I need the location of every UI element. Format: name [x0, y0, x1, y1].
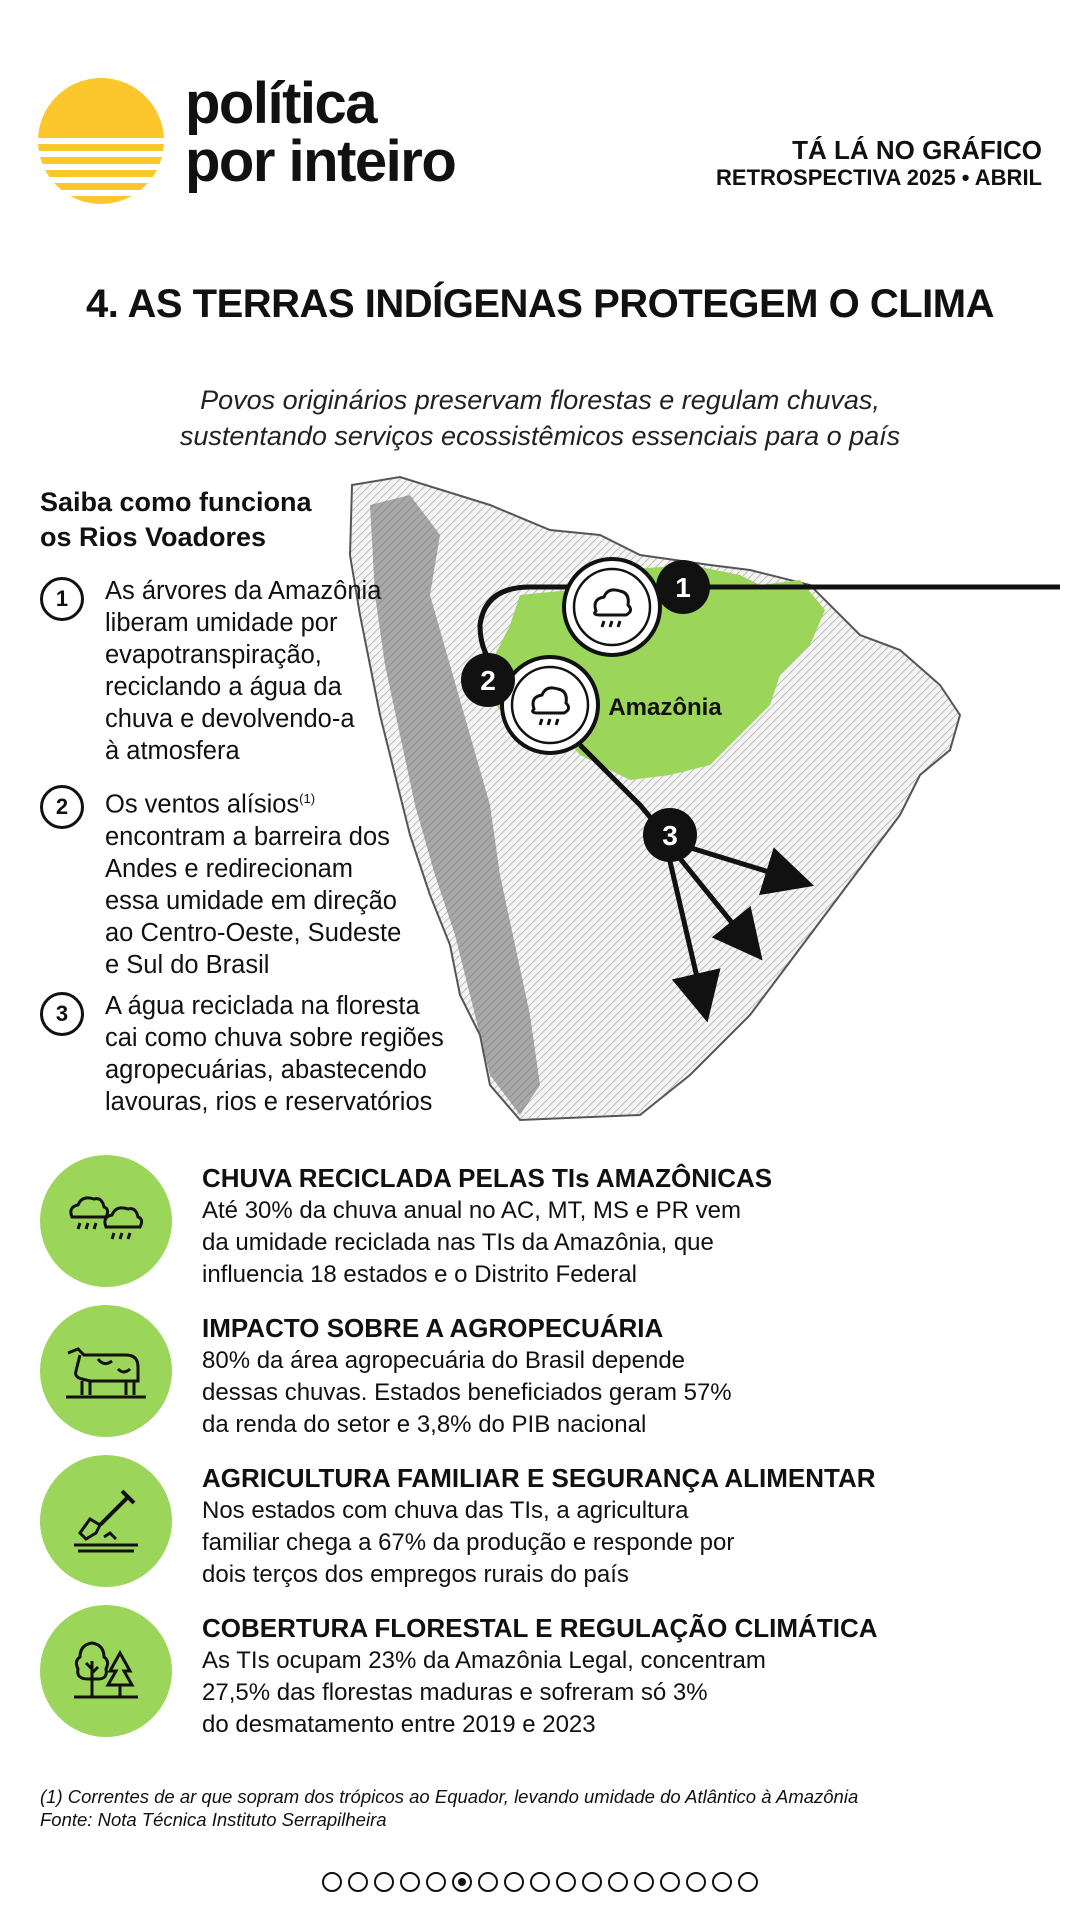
rain-marker-2 [500, 655, 600, 755]
map-marker-2: 2 [461, 653, 515, 707]
page-dot[interactable] [660, 1872, 680, 1892]
step-number: 1 [40, 577, 84, 621]
fact-title: IMPACTO SOBRE A AGROPECUÁRIA [202, 1313, 664, 1343]
page-dot[interactable] [686, 1872, 706, 1892]
how-it-works-title: Saiba como funciona os Rios Voadores [40, 485, 360, 555]
page-dot[interactable] [426, 1872, 446, 1892]
series-name: TÁ LÁ NO GRÁFICO [792, 135, 1042, 165]
svg-text:2: 2 [480, 665, 496, 696]
svg-text:3: 3 [662, 820, 678, 851]
amazon-label: Amazônia [608, 694, 722, 721]
page-dot[interactable] [400, 1872, 420, 1892]
page-dot[interactable] [530, 1872, 550, 1892]
logo-sun-icon [38, 78, 164, 204]
page-dot[interactable] [634, 1872, 654, 1892]
edition-name: RETROSPECTIVA 2025 • ABRIL [716, 165, 1042, 190]
page-dot[interactable] [322, 1872, 342, 1892]
page-dot[interactable] [452, 1872, 472, 1892]
page-dot[interactable] [348, 1872, 368, 1892]
footnotes: (1) Correntes de ar que sopram dos trópi… [40, 1785, 1050, 1831]
page-indicator [0, 1872, 1080, 1892]
svg-text:1: 1 [675, 572, 691, 603]
section-title: 4. AS TERRAS INDÍGENAS PROTEGEM O CLIMA [86, 282, 994, 326]
rain-clouds-icon [40, 1155, 172, 1287]
page-dot[interactable] [582, 1872, 602, 1892]
cow-icon [40, 1305, 172, 1437]
header-series: TÁ LÁ NO GRÁFICO RETROSPECTIVA 2025 • AB… [716, 136, 1042, 192]
page-dot[interactable] [478, 1872, 498, 1892]
page-dot[interactable] [556, 1872, 576, 1892]
fact-title: CHUVA RECICLADA PELAS TIs AMAZÔNICAS [202, 1163, 773, 1193]
fact-body: Até 30% da chuva anual no AC, MT, MS e P… [202, 1197, 741, 1288]
brand-line-1: política [185, 71, 378, 136]
rain-marker-1 [562, 557, 662, 657]
subtitle-line-2: sustentando serviços ecossistêmicos esse… [179, 421, 901, 451]
fact-title: COBERTURA FLORESTAL E REGULAÇÃO CLIMÁTIC… [202, 1613, 878, 1643]
page-dot[interactable] [504, 1872, 524, 1892]
subtitle-line-1: Povos originários preservam florestas e … [200, 385, 880, 415]
fact-body: Nos estados com chuva das TIs, a agricul… [202, 1497, 735, 1588]
source-note: Fonte: Nota Técnica Instituto Serrapilhe… [40, 1809, 387, 1830]
footnote-1: (1) Correntes de ar que sopram dos trópi… [40, 1786, 859, 1807]
trees-icon [40, 1605, 172, 1737]
step-text: A água reciclada na floresta cai como ch… [105, 992, 444, 1116]
fact-forest-cover: COBERTURA FLORESTAL E REGULAÇÃO CLIMÁTIC… [40, 1605, 1040, 1740]
fact-body: 80% da área agropecuária do Brasil depen… [202, 1347, 732, 1438]
map-marker-1: 1 [656, 560, 710, 614]
map-marker-3: 3 [643, 808, 697, 862]
brand-logo: política por inteiro [185, 71, 457, 194]
page-dot[interactable] [374, 1872, 394, 1892]
arrow-south [662, 839, 721, 1023]
page-dot[interactable] [608, 1872, 628, 1892]
how-title-line-1: Saiba como funciona [40, 487, 312, 517]
fact-family-farming: AGRICULTURA FAMILIAR E SEGURANÇA ALIMENT… [40, 1455, 1040, 1590]
fact-body: As TIs ocupam 23% da Amazônia Legal, con… [202, 1647, 766, 1738]
fact-title: AGRICULTURA FAMILIAR E SEGURANÇA ALIMENT… [202, 1463, 876, 1493]
step-text: Os ventos alísios(1) encontram a barreir… [105, 790, 402, 979]
step-number: 2 [40, 785, 84, 829]
south-america-map: Amazônia 1 2 3 [348, 475, 1060, 1122]
how-title-line-2: os Rios Voadores [40, 522, 267, 552]
fact-agriculture-impact: IMPACTO SOBRE A AGROPECUÁRIA 80% da área… [40, 1305, 1040, 1440]
shovel-icon [40, 1455, 172, 1587]
brand-line-2: por inteiro [185, 129, 457, 194]
page-dot[interactable] [738, 1872, 758, 1892]
page-dot[interactable] [712, 1872, 732, 1892]
subtitle: Povos originários preservam florestas e … [0, 382, 1080, 454]
step-text: As árvores da Amazônia liberam umidade p… [105, 577, 382, 765]
andes-mountains [370, 495, 540, 1115]
step-number: 3 [40, 992, 84, 1036]
fact-recycled-rain: CHUVA RECICLADA PELAS TIs AMAZÔNICAS Até… [40, 1155, 1040, 1290]
